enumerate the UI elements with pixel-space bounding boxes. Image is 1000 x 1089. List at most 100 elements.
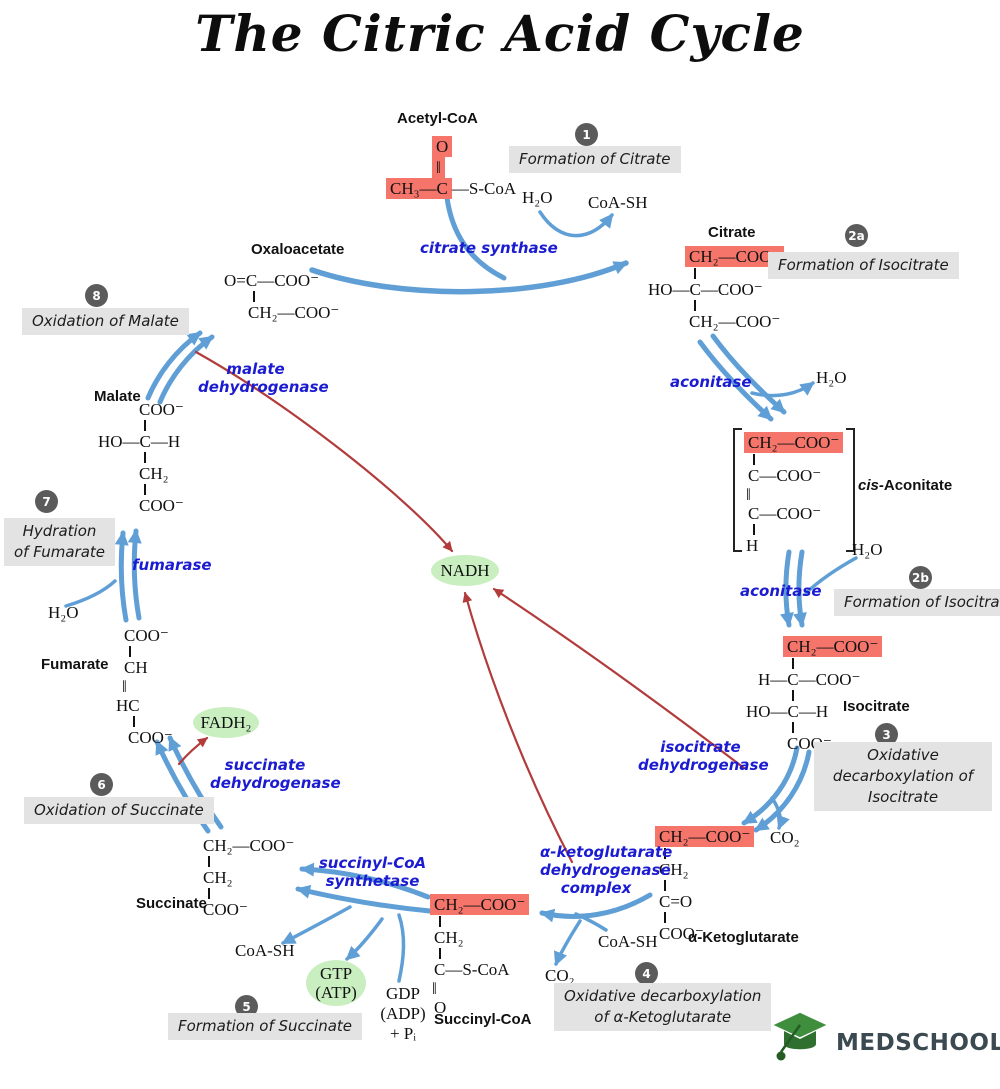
fadh2-text: FADH₂ [200, 713, 252, 732]
bond [792, 690, 794, 701]
malate-dh-enzyme: malate dehydrogenase [198, 360, 329, 396]
isocitrate-dh-line2: dehydrogenase [638, 756, 769, 774]
fumarate-line2: CH [124, 658, 148, 677]
step-5-box: Formation of Succinate [168, 1013, 363, 1040]
atp-text: (ATP) [315, 983, 357, 1002]
cis-aconitate-line4: H [746, 536, 759, 555]
cis-aconitate-line3: C—COO⁻ [748, 504, 822, 523]
co2-step4: CO₂ [545, 966, 575, 985]
bond [208, 888, 210, 899]
arrow-coash-out-step5 [281, 905, 352, 945]
isocitrate-dh-line1: isocitrate [660, 738, 741, 756]
step-1-box: Formation of Citrate [509, 146, 681, 173]
isocitrate-line1: CH₂—COO⁻ [783, 636, 883, 657]
fumarate-line4: COO⁻ [128, 728, 173, 747]
arrow-coash-in-step4 [574, 912, 608, 932]
bond [753, 524, 755, 535]
oxaloacetate-label: Oxaloacetate [251, 241, 345, 258]
arrow-aconitate-to-isocitrate-b [793, 549, 807, 628]
arrow-malate-dh-to-nadh [194, 350, 454, 553]
malate-line3: CH₂ [139, 464, 169, 483]
arrow-h2o-out-aconitase [750, 381, 815, 398]
h2o-step1: H₂O [522, 188, 553, 207]
citrate-line3: CH₂—COO⁻ [689, 312, 781, 331]
bond [664, 880, 666, 891]
h2o-fumarase: H₂O [48, 603, 79, 622]
fumarate-label: Fumarate [41, 656, 109, 673]
isocitrate-line3: HO—C—H [746, 702, 829, 721]
step-5-badge: 5 [235, 995, 258, 1018]
nadh-pill: NADH [431, 555, 499, 586]
akg-line3: C=O [659, 892, 693, 911]
cis-aconitate-double-bond: ‖ [746, 485, 751, 504]
bond [129, 646, 131, 657]
arrow-h2o-in-aconitase [804, 556, 858, 595]
succinyl-synthetase-line2: synthetase [325, 872, 420, 890]
akg-dh-line3: complex [560, 879, 632, 897]
arrow-to-fadh2 [177, 736, 209, 766]
arrow-isocitrate-to-akg-a [741, 745, 800, 826]
arrow-isocitrate-dh-to-nadh [492, 587, 746, 770]
citrate-line1: CH₂—COO⁻ [685, 246, 785, 267]
akg-dh-line1: α-ketoglutarate [540, 843, 673, 861]
arrow-citrate-to-aconitate-b [710, 333, 787, 415]
succinyl-coa-line4: O [434, 998, 447, 1017]
logo-medschool: MEDSCHOOL [836, 1030, 1000, 1056]
bond [133, 716, 135, 727]
succinyl-coa-line1: CH₂—COO⁻ [430, 894, 530, 915]
akg-line1: CH₂—COO⁻ [655, 826, 755, 847]
bond [144, 420, 146, 431]
succinate-line1: CH₂—COO⁻ [203, 836, 295, 855]
step-6-box: Oxidation of Succinate [24, 797, 214, 824]
arrow-fumarate-to-malate-b [127, 528, 142, 621]
succinyl-coa-line3: C—S-CoA [434, 960, 510, 979]
arrow-succinylcoa-to-succinate-a [299, 862, 431, 900]
malate-dh-line2: dehydrogenase [198, 378, 329, 396]
co2-step3: CO₂ [770, 828, 800, 847]
malate-line4: COO⁻ [139, 496, 184, 515]
oxaloacetate-structure: O=C—COO⁻ CH₂—COO⁻ [224, 271, 339, 322]
cis-aconitate-bracket-left [733, 428, 742, 552]
citrate-label: Citrate [708, 224, 756, 241]
akg-label: α-Ketoglutarate [688, 929, 799, 946]
logo-text: MEDSCHOOLCOACH [836, 1030, 1000, 1056]
succinate-line3: COO⁻ [203, 900, 248, 919]
acetyl-coa-structure: O ‖ CH₃—C—S-CoA [386, 136, 516, 199]
step-7-line2: of Fumarate [14, 543, 106, 561]
step-4-badge: 4 [635, 962, 658, 985]
step-7-box: Hydration of Fumarate [4, 518, 116, 566]
arrow-co2-out-step4 [553, 919, 582, 966]
step-1-badge: 1 [575, 123, 598, 146]
h2o-out-aconitase: H₂O [816, 368, 847, 387]
fumarate-line3: HC [116, 696, 140, 715]
isocitrate-line2: H—C—COO⁻ [758, 670, 861, 689]
arrow-gtp-out-step5 [345, 917, 384, 961]
arrow-fumarate-to-malate-a [114, 530, 129, 623]
oxaloacetate-line2: CH₂—COO⁻ [248, 303, 340, 322]
cis-aconitate-structure: CH₂—COO⁻ C—COO⁻ ‖ C—COO⁻ H [744, 432, 844, 555]
bond [439, 916, 441, 927]
step-2a-badge: 2a [845, 224, 868, 247]
bond [753, 454, 755, 465]
step-6-badge: 6 [90, 773, 113, 796]
cis-prefix: cis- [858, 477, 884, 494]
akg-line4: COO⁻ [659, 924, 704, 943]
page-title: The Citric Acid Cycle [195, 4, 805, 63]
malate-line1: COO⁻ [139, 400, 184, 419]
succinyl-synthetase-line1: succinyl-CoA [318, 854, 427, 872]
fumarate-double-bond: ‖ [122, 677, 127, 696]
acetyl-coa-oxygen: O [432, 136, 453, 157]
step-2b-box: Formation of Isocitrate [834, 589, 1000, 616]
fumarase-enzyme: fumarase [132, 556, 212, 574]
coash-step1: CoA-SH [588, 193, 648, 212]
bond [144, 452, 146, 463]
arrow-succinate-to-fumarate-b [167, 735, 224, 830]
fumarate-structure: COO⁻ CH ‖ HC COO⁻ [116, 626, 173, 747]
bond [664, 912, 666, 923]
succinyl-coa-label: Succinyl-CoA [434, 1011, 532, 1028]
bond [253, 291, 255, 302]
malate-line2: HO—C—H [98, 432, 181, 451]
fadh2-pill: FADH₂ [193, 707, 259, 738]
step-8-badge: 8 [85, 284, 108, 307]
coash-step4: CoA-SH [598, 932, 658, 951]
